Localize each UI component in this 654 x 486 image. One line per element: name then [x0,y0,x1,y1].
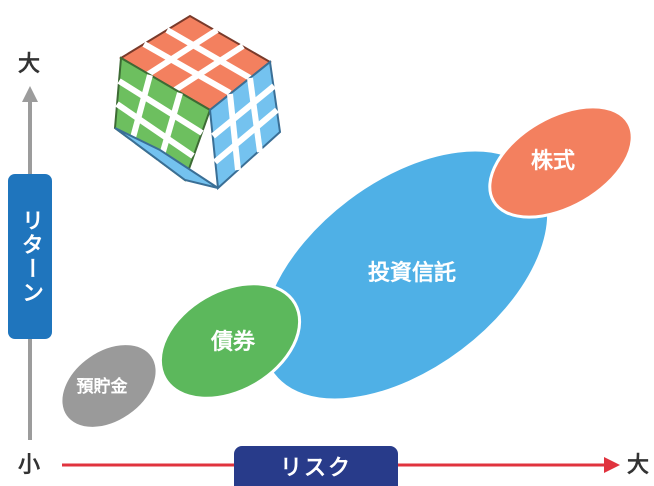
x-axis-label: リスク [279,456,352,481]
rubiks-cube-illustration [113,14,282,191]
y-axis-low-label: 小 [18,453,41,478]
x-axis-arrowhead [604,457,620,473]
shisan-shintaku-label: 投資信託 [368,260,456,286]
x-axis-high-label: 大 [627,453,650,478]
saiken-label: 債券 [210,329,256,355]
y-axis-label: リターン [18,208,43,305]
y-axis-high-label: 大 [18,52,41,77]
saiken-ellipse [158,282,302,400]
kabushiki-label: 株式 [531,149,575,174]
yochokin-ellipse [59,342,159,430]
kabushiki-ellipse [488,105,634,219]
y-axis-arrowhead [22,86,38,102]
y-axis-label-box: リターン [8,174,52,339]
x-axis-label-box: リスク [234,446,398,486]
yochokin-label: 預貯金 [77,376,129,397]
